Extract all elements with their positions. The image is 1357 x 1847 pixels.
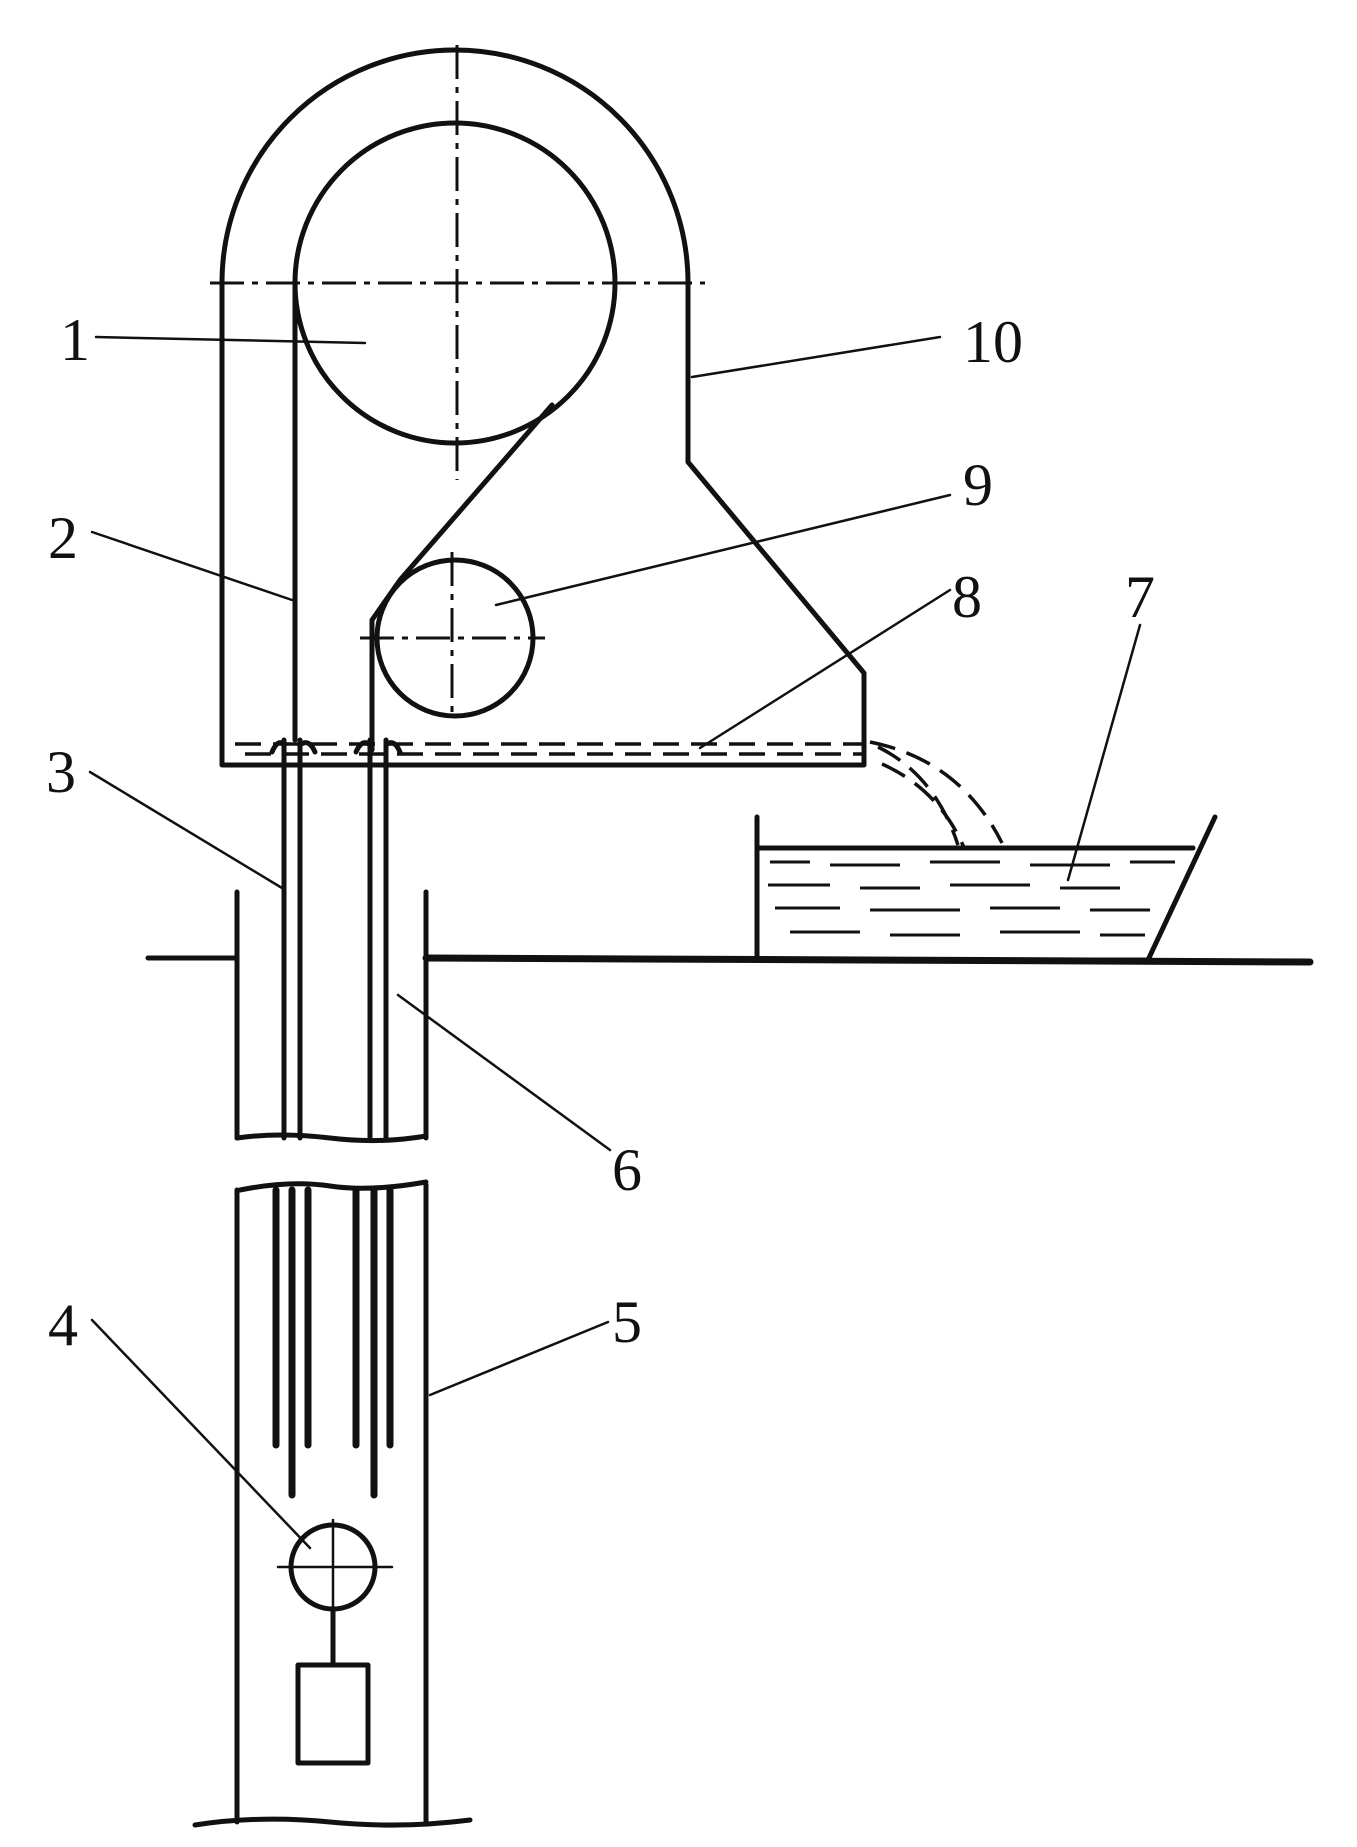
stream-1: [877, 745, 960, 846]
label-8: 8: [952, 564, 982, 630]
leader-lines: [88, 335, 1142, 1550]
bottom-pulley: [276, 1518, 394, 1766]
leader-9: [494, 493, 952, 607]
housing-casing: [219, 47, 867, 768]
leader-7: [1066, 623, 1142, 882]
casing-bottom-break: [192, 1816, 473, 1828]
rope-curl-mid-right: [353, 740, 373, 755]
rope-curl-right: [383, 740, 403, 755]
leader-2: [90, 530, 294, 602]
rope-curl-left: [269, 740, 287, 755]
tension-weight: [295, 1662, 371, 1766]
number-labels: 1 2 3 4 5 6 7 8 9 10: [46, 307, 1155, 1358]
label-5: 5: [612, 1289, 642, 1355]
rope-strands: [269, 737, 403, 1499]
label-9: 9: [963, 452, 993, 518]
leader-1: [94, 335, 367, 345]
leader-6: [396, 993, 612, 1152]
label-4: 4: [48, 1292, 78, 1358]
leader-5: [428, 1320, 610, 1397]
stream-3: [869, 740, 1004, 844]
label-2: 2: [48, 505, 78, 571]
leader-8: [698, 588, 952, 750]
leader-10: [690, 335, 942, 379]
discharge-stream: [869, 740, 1004, 851]
label-1: 1: [60, 307, 90, 373]
label-6: 6: [612, 1137, 642, 1203]
water-trough: [754, 814, 1218, 963]
inner-guide-right-wall: [369, 402, 555, 753]
stream-2: [881, 762, 967, 851]
label-7: 7: [1125, 564, 1155, 630]
trough-outline: [754, 814, 1218, 963]
well-casing-upper: [234, 889, 429, 1144]
leader-4: [90, 1318, 312, 1550]
trough-water-strokes: [768, 860, 1175, 937]
guide-wheel-rim: [374, 557, 536, 719]
inner-guide: [292, 280, 555, 753]
casing-lower-break: [237, 1179, 429, 1193]
collected-water-level: [235, 742, 862, 756]
label-3: 3: [46, 739, 76, 805]
rope-curl-mid-left: [297, 740, 318, 755]
well-casing-lower: [192, 1179, 473, 1828]
label-10: 10: [963, 309, 1023, 375]
casing-upper-break: [234, 1132, 429, 1144]
housing-outline: [219, 47, 867, 768]
top-wheel: [210, 45, 705, 480]
leader-3: [88, 770, 284, 890]
guide-wheel: [360, 552, 545, 720]
